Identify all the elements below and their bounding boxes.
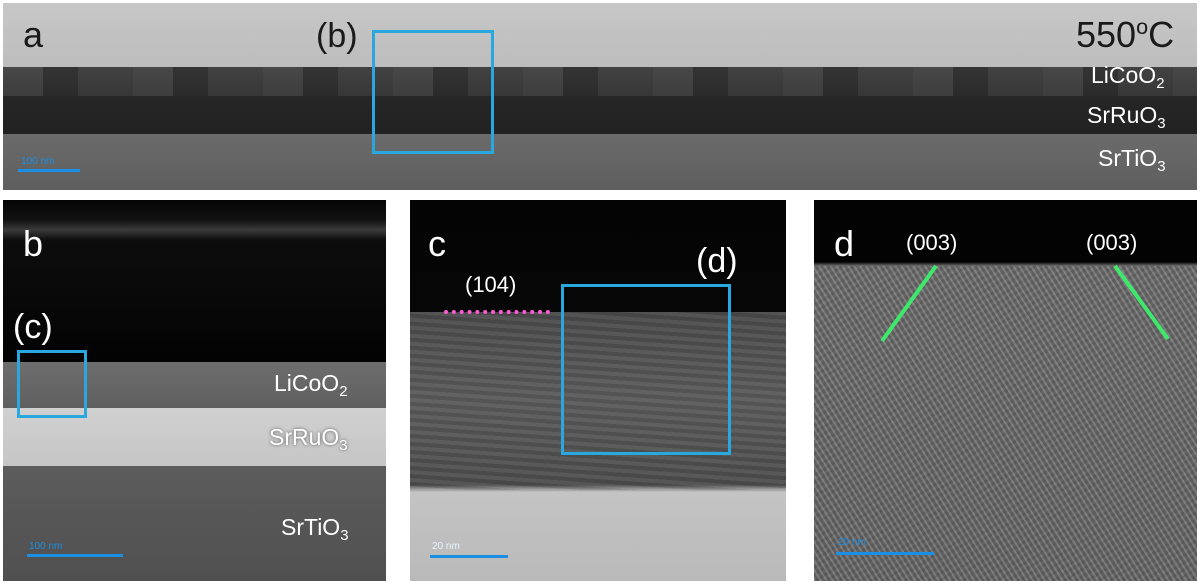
lattice-fringes: [814, 266, 1197, 581]
plane-label-104: (104): [465, 272, 517, 297]
plane-003-markers: [880, 264, 1170, 343]
licoo2-grain-texture: [3, 67, 1197, 96]
plane-104-marker: [444, 310, 550, 314]
scale-bar: [27, 554, 123, 557]
plane-003-line-right: [1113, 264, 1170, 341]
panel-a-letter: a: [23, 14, 44, 55]
scale-bar-label: 20 nm: [838, 537, 866, 548]
panel-a-inset-label: (b): [316, 17, 358, 55]
scale-bar-label: 20 nm: [432, 541, 460, 552]
panel-b-letter: b: [23, 223, 44, 264]
temperature-label: 550oC: [1076, 14, 1175, 55]
panel-a-tem-image: a (b) 550oC LiCoO2 SrRuO3 SrTiO3 100 nm: [3, 3, 1197, 190]
panel-c-tem-image: c (d) (104) 20 nm: [410, 200, 786, 581]
inset-box-b: [372, 30, 494, 154]
plane-003-line-left: [880, 264, 938, 343]
scale-bar: [836, 552, 934, 555]
panel-d-hrtem-image: d (003) (003) 20 nm: [814, 200, 1197, 581]
panel-b-tem-image: b (c) LiCoO2 SrRuO3 SrTiO3 100 nm: [3, 200, 386, 581]
scale-bar: [18, 169, 80, 172]
scale-bar-label: 100 nm: [21, 156, 55, 167]
scale-bar-label: 100 nm: [29, 541, 63, 552]
scale-bar: [430, 555, 508, 558]
inset-box-c: [17, 350, 87, 418]
layer-label-srtio3: SrTiO3: [281, 514, 349, 545]
plane-label-003-left: (003): [906, 230, 958, 255]
layer-label-licoo2: LiCoO2: [1091, 62, 1165, 93]
moire-fringes: [410, 312, 786, 490]
inset-box-d: [561, 284, 731, 455]
layer-label-licoo2: LiCoO2: [274, 370, 348, 401]
layer-label-srruo3: SrRuO3: [269, 424, 348, 455]
layer-label-srruo3: SrRuO3: [1087, 102, 1166, 133]
panel-c-inset-label: (d): [696, 242, 738, 280]
panel-b-inset-label: (c): [13, 308, 53, 346]
layer-label-srtio3: SrTiO3: [1098, 145, 1166, 176]
panel-c-letter: c: [428, 223, 446, 264]
panel-d-letter: d: [834, 223, 855, 264]
plane-label-003-right: (003): [1086, 230, 1138, 255]
